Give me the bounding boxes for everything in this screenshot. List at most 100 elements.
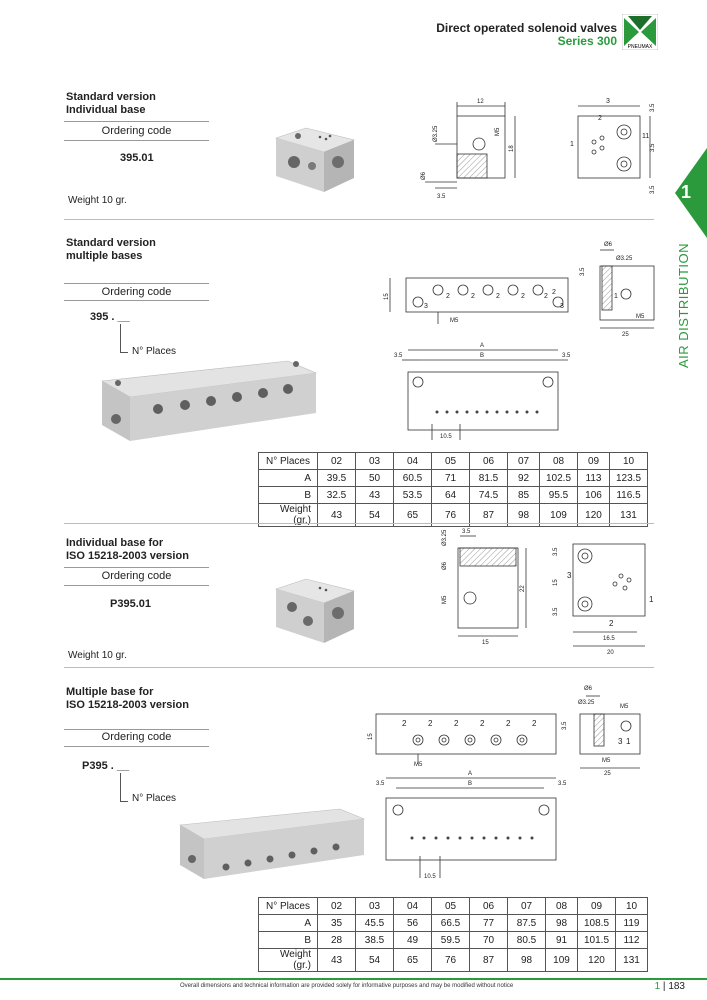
header-subtitle: Series 300 <box>557 34 617 48</box>
section4-title-line2: ISO 15218-2003 version <box>66 699 189 711</box>
multiple-base-bottom-drawing: A B 3.5 3.5 10.5 <box>394 343 571 440</box>
dim-label: 25 <box>604 771 611 776</box>
section-separator <box>64 523 654 524</box>
dim-label: Ø3.25 <box>578 700 595 706</box>
table-cell: 38.5 <box>355 931 394 949</box>
table-cell: 10 <box>609 452 648 470</box>
dim-label: 1 <box>570 141 574 148</box>
iso-multiple-base-bottom-drawing: A B 3.5 3.5 10.5 <box>376 771 567 880</box>
table-cell: 60.5 <box>393 469 432 487</box>
logo-text: PNEUMAX <box>628 44 653 50</box>
table-cell: N° Places <box>258 452 318 470</box>
dim-label: Ø6 <box>604 242 613 248</box>
dim-label: 3.5 <box>553 607 559 616</box>
dim-label: 2 <box>506 719 511 728</box>
section4-code: P395 . __ <box>82 760 130 772</box>
section3-weight: Weight 10 gr. <box>68 650 127 661</box>
dim-label: 2 <box>496 293 500 300</box>
table-cell: 112 <box>615 931 648 949</box>
dim-label: B <box>480 353 484 359</box>
section1-title: Standard version Individual base <box>66 91 156 117</box>
dim-label: 3 <box>424 303 428 310</box>
leader-line <box>120 801 128 802</box>
section1-title-line1: Standard version <box>66 91 156 103</box>
table-cell: 66.5 <box>431 914 470 932</box>
table-cell: 95.5 <box>539 486 578 504</box>
dim-label: 20 <box>607 650 614 656</box>
iso-individual-base-photo <box>274 578 355 643</box>
dim-label: 3 <box>606 98 610 105</box>
table-cell: 98 <box>545 914 578 932</box>
table-cell: 120 <box>577 948 616 972</box>
divider <box>64 729 209 730</box>
table-cell: 91 <box>545 931 578 949</box>
footer-section: 1 <box>654 981 661 992</box>
dim-label: Ø6 <box>421 171 427 180</box>
table-cell: 102.5 <box>539 469 578 487</box>
footer-disclaimer: Overall dimensions and technical informa… <box>180 983 514 989</box>
dim-label: 18 <box>509 145 515 152</box>
table-header-row: N° Places 02 03 04 05 06 07 08 09 10 <box>258 452 648 470</box>
section4-ordering-label: Ordering code <box>101 731 172 743</box>
table-cell: 116.5 <box>609 486 648 504</box>
page-header: Direct operated solenoid valves Series 3… <box>436 22 617 48</box>
dim-label: 3 <box>618 737 623 746</box>
chapter-number: 1 <box>681 182 692 202</box>
table-cell: 56 <box>393 914 432 932</box>
dim-label: M5 <box>495 127 501 136</box>
table-cell: 06 <box>469 897 508 915</box>
table-cell: 02 <box>317 897 356 915</box>
section1-title-line2: Individual base <box>66 104 146 116</box>
leader-line <box>120 773 121 801</box>
section2-dimension-table: N° Places 02 03 04 05 06 07 08 09 10 A 3… <box>258 452 648 527</box>
section3-ordering-label: Ordering code <box>101 570 172 582</box>
table-row: A 35 45.5 56 66.5 77 87.5 98 108.5 119 <box>258 914 648 932</box>
table-cell: 54 <box>355 948 394 972</box>
table-cell: 101.5 <box>577 931 616 949</box>
table-cell: 80.5 <box>507 931 546 949</box>
dim-label: 3.5 <box>376 781 385 787</box>
dim-label: 1 <box>614 293 618 300</box>
section3-title-line1: Individual base for <box>66 537 164 549</box>
table-cell: 08 <box>545 897 578 915</box>
table-cell: B <box>258 486 318 504</box>
chapter-tab <box>675 148 707 238</box>
table-cell: 28 <box>317 931 356 949</box>
section1-weight: Weight 10 gr. <box>68 195 127 206</box>
section3-title: Individual base for ISO 15218-2003 versi… <box>66 537 189 563</box>
dim-label: 15 <box>384 293 390 300</box>
dim-label: M5 <box>442 595 448 604</box>
table-cell: A <box>258 914 318 932</box>
dim-label: 3.5 <box>553 547 559 556</box>
table-cell: 71 <box>431 469 470 487</box>
table-cell: 39.5 <box>317 469 356 487</box>
dim-label: 3.5 <box>650 103 656 112</box>
divider <box>64 746 209 747</box>
section2-code: 395 . __ <box>90 311 130 323</box>
table-cell: 81.5 <box>469 469 508 487</box>
table-row: Weight (gr.) 43 54 65 76 87 98 109 120 1… <box>258 948 648 972</box>
table-cell: 04 <box>393 452 432 470</box>
table-cell: 07 <box>507 452 540 470</box>
dim-label: 3.5 <box>437 194 446 200</box>
multiple-base-side-drawing: Ø6 Ø3.25 3.5 1 M5 25 <box>580 242 655 338</box>
table-cell: 32.5 <box>317 486 356 504</box>
dim-label: 12 <box>477 99 484 105</box>
section3-code: P395.01 <box>110 598 151 610</box>
table-cell: 10 <box>615 897 648 915</box>
dim-label: 15 <box>482 640 489 646</box>
dim-label: 3.5 <box>650 185 656 194</box>
dim-label: 10.5 <box>424 874 436 880</box>
dim-label: 11 <box>642 133 649 140</box>
dim-label: 3.5 <box>462 529 471 535</box>
table-cell: 113 <box>577 469 610 487</box>
dim-label: Ø3.25 <box>433 125 439 142</box>
chapter-label: AIR DISTRIBUTION <box>676 242 691 368</box>
dim-label: Ø6 <box>442 561 448 570</box>
table-cell: 98 <box>507 948 546 972</box>
multiple-base-front-drawing: 15 3 2 2 2 2 2 2 3 M5 <box>384 277 569 324</box>
table-cell: 76 <box>431 948 470 972</box>
dim-label: 15 <box>553 579 559 586</box>
section1-ordering-label: Ordering code <box>101 125 172 137</box>
dim-label: 2 <box>544 293 548 300</box>
